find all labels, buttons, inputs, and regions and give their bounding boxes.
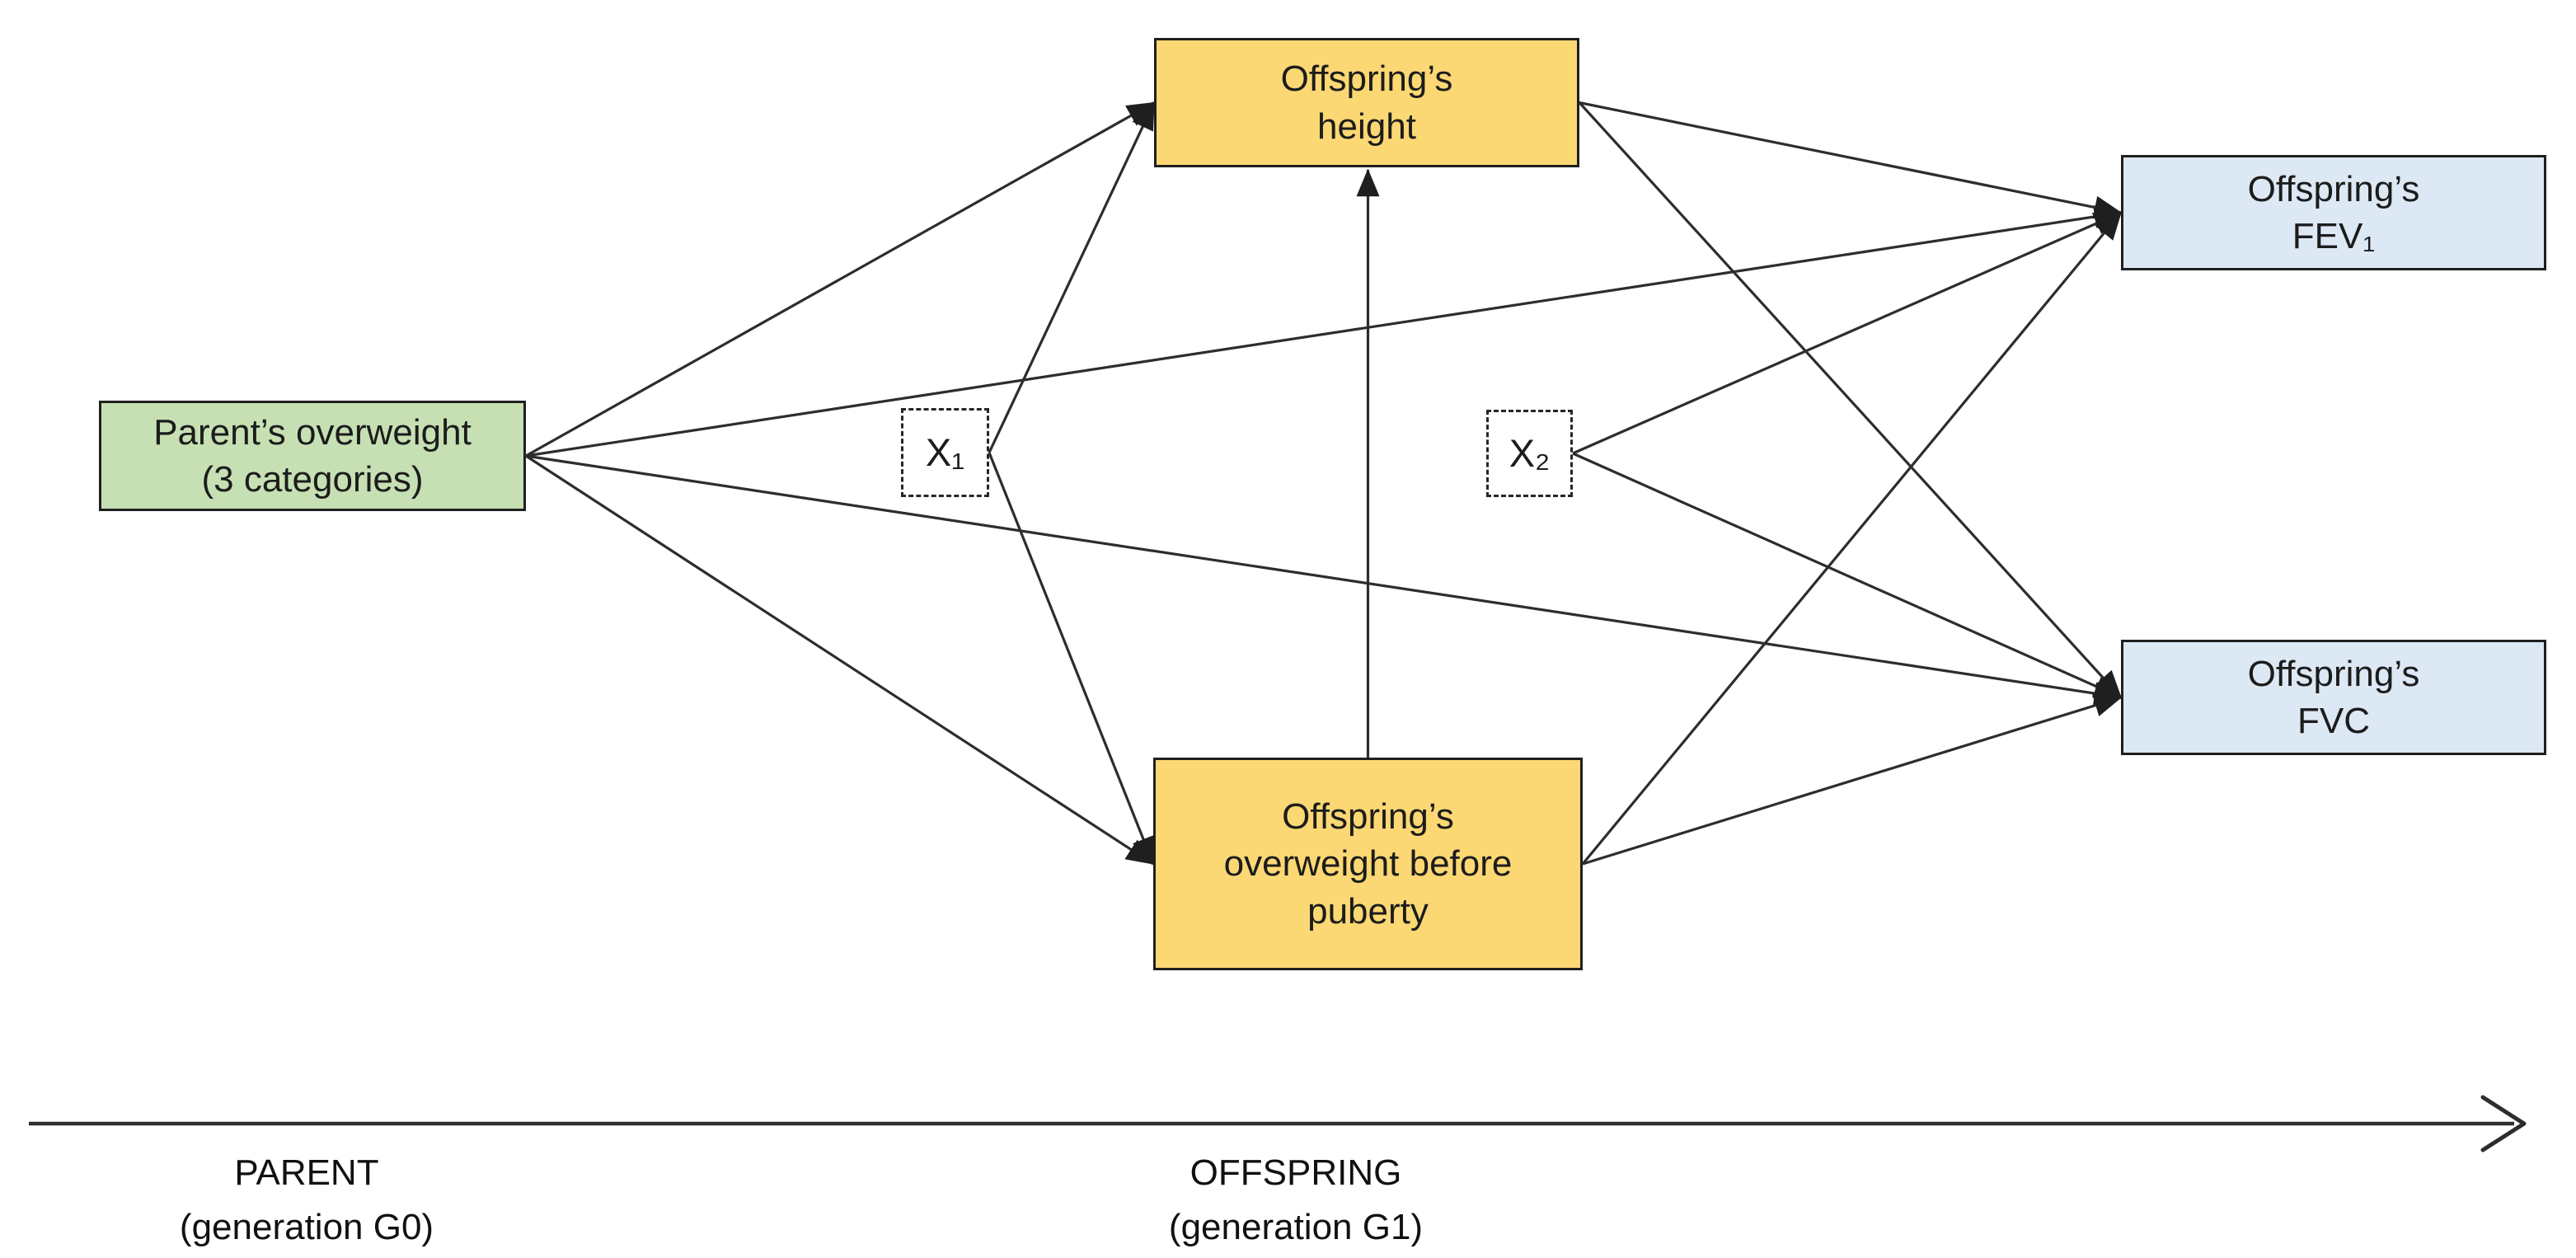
edge-parent-to-fev1 xyxy=(525,205,2123,458)
node-offspring-overweight-label: Offspring’s overweight before puberty xyxy=(1223,796,1513,932)
edge-x2-to-fev1 xyxy=(1572,211,2123,455)
node-offspring-overweight-before-puberty: Offspring’s overweight before puberty xyxy=(1153,758,1583,970)
node-x2-label: X₂ xyxy=(1509,431,1551,476)
timeline xyxy=(29,1095,2527,1152)
node-offspring-height-label: Offspring’s height xyxy=(1280,59,1453,147)
node-x2-unmeasured-confounder: X₂ xyxy=(1486,410,1573,497)
timeline-arrowhead-icon xyxy=(2480,1095,2527,1152)
node-offspring-fev1-label: Offspring’s FEV₁ xyxy=(2247,168,2420,256)
edge-x2-to-fvc xyxy=(1572,452,2123,699)
edge-height-to-fvc xyxy=(1578,101,2123,699)
edge-layer xyxy=(525,101,2123,866)
node-x1-label: X₁ xyxy=(925,430,965,475)
node-offspring-fvc-label: Offspring’s FVC xyxy=(2247,653,2420,741)
node-offspring-fev1: Offspring’s FEV₁ xyxy=(2121,155,2546,270)
node-parent-overweight-label: Parent’s overweight (3 categories) xyxy=(153,411,472,500)
edge-parent-to-overweight xyxy=(525,454,1155,866)
node-x1-unmeasured-confounder: X₁ xyxy=(901,408,989,497)
node-offspring-fvc: Offspring’s FVC xyxy=(2121,640,2546,755)
edge-overweight-to-fev1 xyxy=(1581,211,2123,866)
node-offspring-height: Offspring’s height xyxy=(1154,38,1579,167)
edge-parent-to-height xyxy=(525,101,1156,458)
edge-parent-to-fvc xyxy=(525,454,2123,706)
timeline-label-parent-generation: PARENT (generation G0) xyxy=(179,1152,434,1247)
edge-overweight-to-fvc xyxy=(1582,694,2123,866)
edge-x1-to-height xyxy=(988,101,1156,453)
timeline-label-offspring-generation: OFFSPRING (generation G1) xyxy=(1168,1152,1424,1247)
edge-x1-to-overweight xyxy=(988,452,1155,866)
edge-height-to-fev1 xyxy=(1579,101,2123,219)
node-parent-overweight: Parent’s overweight (3 categories) xyxy=(99,401,526,511)
